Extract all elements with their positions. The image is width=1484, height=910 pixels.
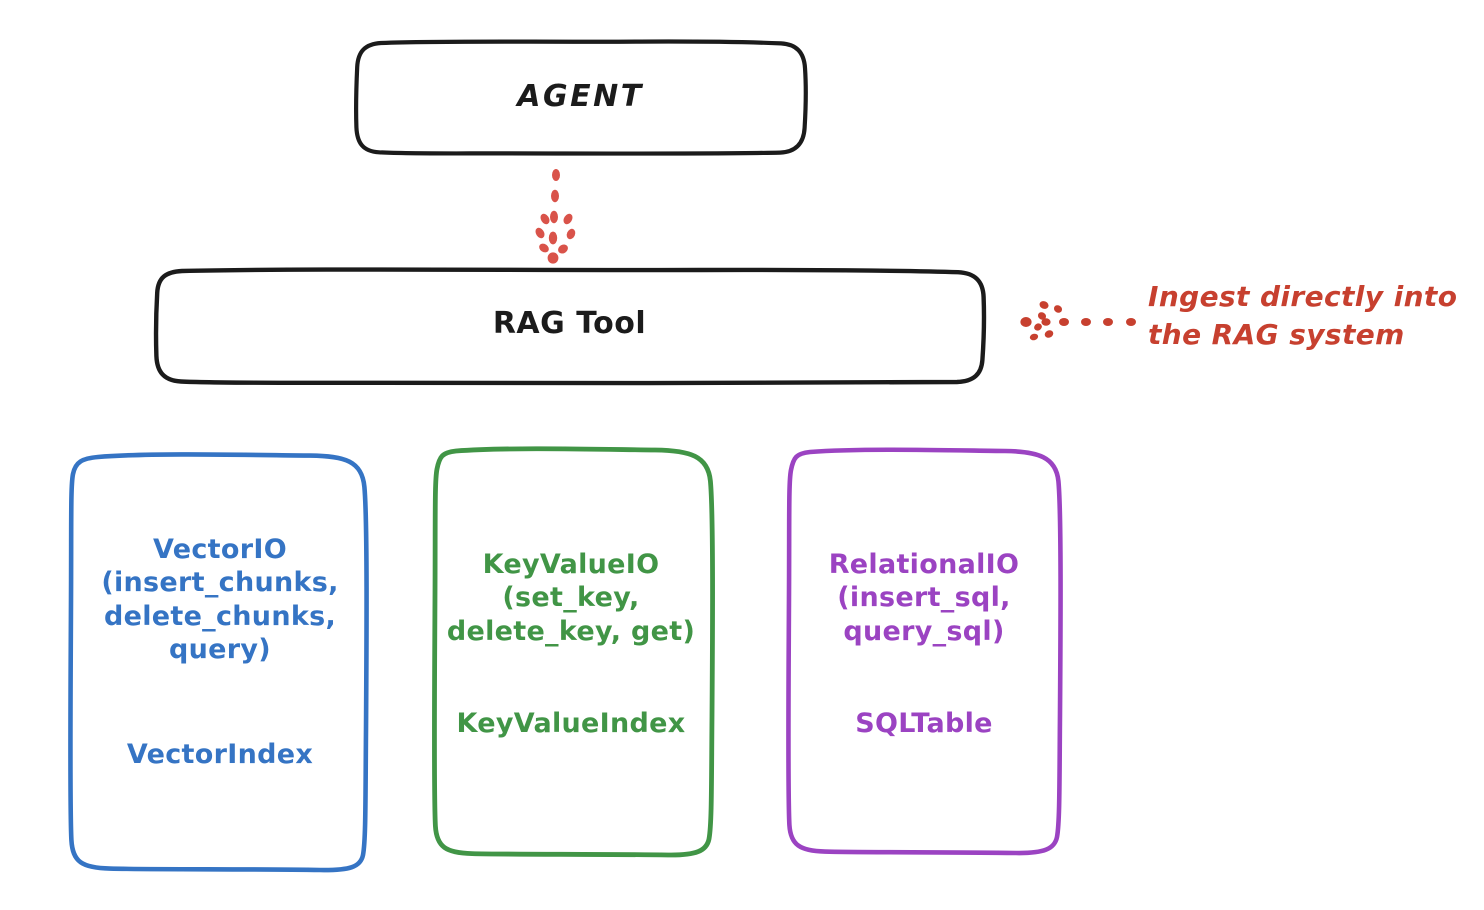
relational-io-box-outline xyxy=(786,447,1063,856)
key-value-io-node[interactable] xyxy=(431,446,715,858)
rag-tool-node[interactable] xyxy=(153,267,987,386)
key-value-io-box-outline xyxy=(431,446,715,858)
rag-tool-box-outline xyxy=(153,267,987,386)
agent-box-outline xyxy=(353,39,808,156)
agent-node[interactable] xyxy=(353,39,808,156)
relational-io-node[interactable] xyxy=(786,447,1063,856)
vector-io-node[interactable] xyxy=(68,452,369,873)
vector-io-box-outline xyxy=(68,452,369,873)
ingest-arrow xyxy=(1020,301,1136,341)
agent-to-ragtool-arrow xyxy=(535,169,576,264)
